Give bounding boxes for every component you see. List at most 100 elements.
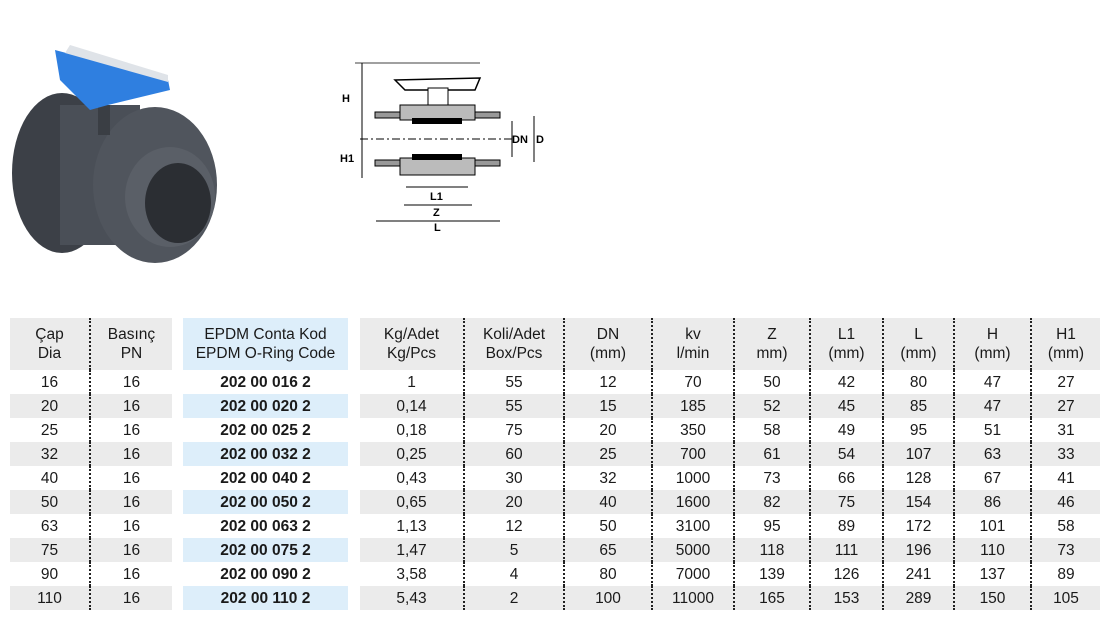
column-gap (348, 490, 360, 514)
cell-oring-code: 202 00 063 2 (183, 514, 348, 538)
cell-kg-pcs: 0,65 (360, 490, 463, 514)
cell-dn: 40 (563, 490, 651, 514)
cell-oring-code: 202 00 110 2 (183, 586, 348, 610)
label-z: Z (433, 207, 440, 219)
cell-oring-code: 202 00 050 2 (183, 490, 348, 514)
cell-kg-pcs: 0,25 (360, 442, 463, 466)
cell-dn: 50 (563, 514, 651, 538)
column-gap (172, 514, 183, 538)
cell-oring-code: 202 00 040 2 (183, 466, 348, 490)
cell-box-pcs: 2 (463, 586, 563, 610)
cell-kg-pcs: 1,47 (360, 538, 463, 562)
header-kg-pcs: Kg/Adet Kg/Pcs (360, 318, 463, 370)
cell-box-pcs: 55 (463, 394, 563, 418)
cell-dia: 20 (10, 394, 89, 418)
cell-h1: 58 (1030, 514, 1100, 538)
cell-l: 241 (882, 562, 953, 586)
cell-h1: 41 (1030, 466, 1100, 490)
cell-z: 165 (733, 586, 809, 610)
cell-box-pcs: 12 (463, 514, 563, 538)
header-h1: H1 (mm) (1030, 318, 1100, 370)
cell-h: 137 (953, 562, 1030, 586)
label-d: D (536, 134, 544, 146)
cell-l1: 89 (809, 514, 882, 538)
cell-dia: 32 (10, 442, 89, 466)
cell-h: 67 (953, 466, 1030, 490)
column-gap (348, 442, 360, 466)
cell-l: 289 (882, 586, 953, 610)
cell-dn: 25 (563, 442, 651, 466)
column-gap (172, 394, 183, 418)
label-h: H (342, 93, 350, 105)
cell-pn: 16 (89, 562, 172, 586)
cell-h1: 33 (1030, 442, 1100, 466)
column-gap (348, 370, 360, 394)
header-pn: Basınç PN (89, 318, 172, 370)
cell-kg-pcs: 0,43 (396, 469, 427, 487)
cell-dia: 110 (10, 586, 89, 610)
cell-l1: 111 (809, 538, 882, 562)
cell-box-pcs: 4 (463, 562, 563, 586)
column-gap (172, 586, 183, 610)
cell-z: 58 (733, 418, 809, 442)
cell-z: 73 (733, 466, 809, 490)
cell-dn: 100 (563, 586, 651, 610)
column-gap (172, 370, 183, 394)
cell-l1: 54 (809, 442, 882, 466)
cell-dia: 63 (40, 517, 59, 535)
cell-pn: 16 (89, 490, 172, 514)
cell-kg-pcs: 3,58 (396, 565, 427, 583)
cell-pn: 16 (89, 466, 172, 490)
header-h: H (mm) (953, 318, 1030, 370)
cell-h: 51 (953, 418, 1030, 442)
cell-kv: 185 (651, 394, 733, 418)
cell-z: 139 (733, 562, 809, 586)
cell-dia: 50 (10, 490, 89, 514)
cell-dia: 25 (40, 421, 59, 439)
cell-h: 47 (953, 394, 1030, 418)
cell-box-pcs: 75 (463, 418, 563, 442)
cell-pn: 16 (89, 418, 172, 442)
column-gap (172, 562, 183, 586)
cell-l: 154 (882, 490, 953, 514)
cell-pn: 16 (89, 538, 172, 562)
cell-kg-pcs: 0,14 (360, 394, 463, 418)
cell-oring-code: 202 00 032 2 (183, 442, 348, 466)
cell-pn: 16 (89, 442, 172, 466)
ball-valve-photo (12, 45, 217, 263)
label-h1: H1 (340, 153, 354, 165)
cell-box-pcs: 30 (463, 466, 563, 490)
cell-kv: 350 (651, 418, 733, 442)
cell-oring-code: 202 00 020 2 (183, 394, 348, 418)
cell-dn: 12 (563, 370, 651, 394)
column-gap (172, 418, 183, 442)
cell-h: 63 (953, 442, 1030, 466)
column-gap (348, 466, 360, 490)
cell-h1: 105 (1030, 586, 1100, 610)
cell-kv: 700 (651, 442, 733, 466)
header-box-pcs: Koli/Adet Box/Pcs (463, 318, 563, 370)
cell-l: 172 (882, 514, 953, 538)
cell-pn: 16 (89, 586, 172, 610)
column-gap (172, 442, 183, 466)
cell-kg-pcs: 0,18 (396, 421, 427, 439)
cell-kv: 5000 (651, 538, 733, 562)
cell-l1: 153 (809, 586, 882, 610)
cell-h: 150 (953, 586, 1030, 610)
cell-kv: 7000 (651, 562, 733, 586)
cell-z: 82 (733, 490, 809, 514)
cell-pn: 16 (89, 370, 172, 394)
header-l1: L1 (mm) (809, 318, 882, 370)
cell-pn: 16 (89, 394, 172, 418)
column-gap (348, 394, 360, 418)
cell-l: 128 (882, 466, 953, 490)
column-gap (348, 418, 360, 442)
